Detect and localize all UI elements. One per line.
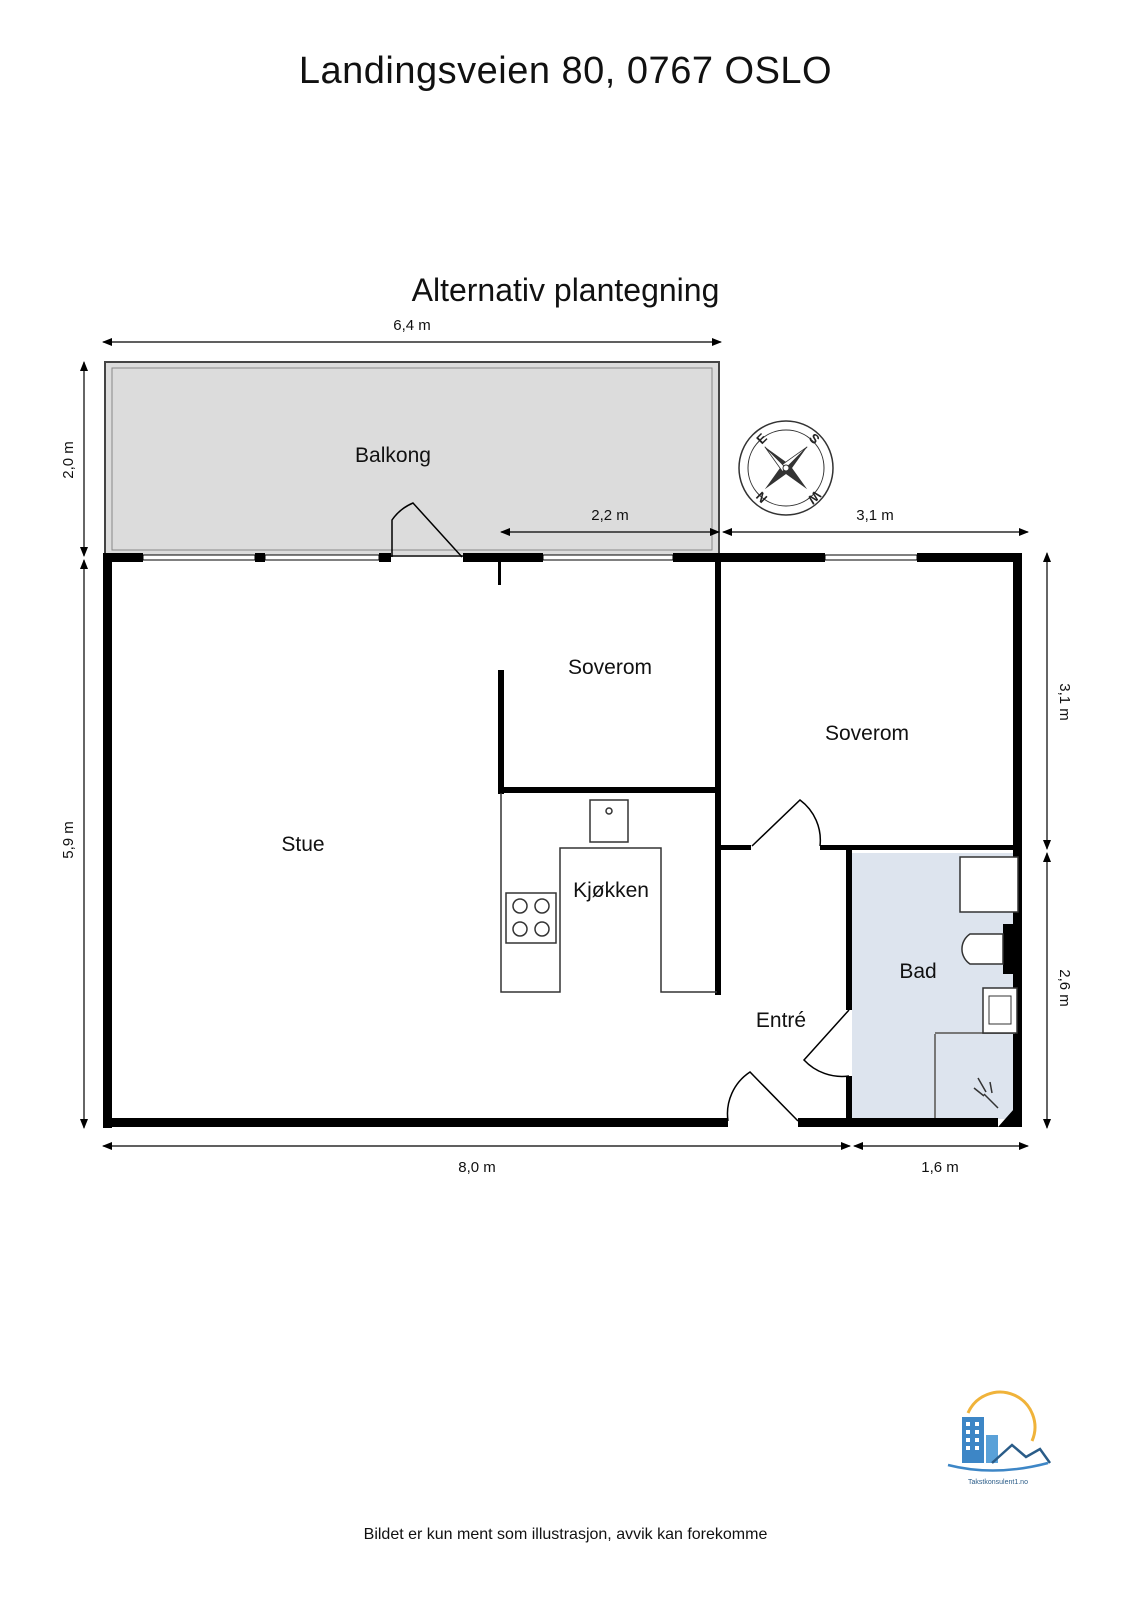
- room-label-entre: Entré: [756, 1009, 806, 1032]
- shower-head-icon: [973, 1077, 999, 1109]
- dimension-lines: [80, 338, 1051, 1150]
- dim-balcony-width: 6,4 m: [393, 317, 431, 334]
- plan-title: Alternativ plantegning: [411, 272, 720, 308]
- room-label-soverom-large: Soverom: [825, 722, 909, 745]
- room-label-soverom-small: Soverom: [568, 656, 652, 679]
- dim-total-depth: 5,9 m: [60, 821, 77, 859]
- room-label-kjokken: Kjøkken: [573, 879, 649, 902]
- room-label-balkong: Balkong: [355, 444, 431, 467]
- dim-bath-depth: 2,6 m: [1056, 969, 1073, 1007]
- dim-bedroom-large-width: 3,1 m: [856, 507, 894, 524]
- dim-bedroom-small-width: 2,2 m: [591, 507, 629, 524]
- logo-text: Takstkonsulent1.no: [968, 1479, 1028, 1486]
- outer-walls: [103, 553, 1022, 1128]
- compass-icon: E S W N: [738, 420, 834, 516]
- page-title: Landingsveien 80, 0767 OSLO: [298, 50, 833, 92]
- dim-main-width: 8,0 m: [458, 1159, 496, 1176]
- dim-balcony-depth: 2,0 m: [60, 441, 77, 479]
- company-logo: Takstkonsulent1.no: [947, 1390, 1052, 1486]
- dim-bath-width: 1,6 m: [921, 1159, 959, 1176]
- dim-bedroom-large-depth: 3,1 m: [1056, 683, 1073, 721]
- bathroom-fixtures: [959, 856, 1021, 1109]
- doors: [391, 502, 850, 1122]
- disclaimer-text: Bildet er kun ment som illustrasjon, avv…: [363, 1526, 768, 1543]
- room-label-bad: Bad: [899, 960, 936, 983]
- balcony: [104, 361, 720, 557]
- interior-walls: [498, 560, 1020, 1121]
- room-label-stue: Stue: [281, 833, 324, 856]
- kitchen-fixtures: [500, 793, 717, 993]
